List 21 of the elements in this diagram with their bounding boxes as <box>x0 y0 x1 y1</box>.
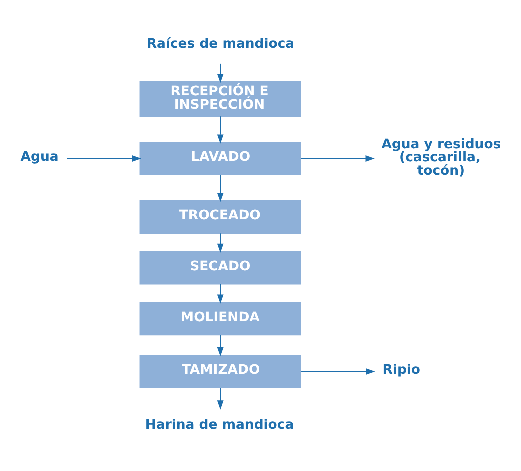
node-box: LAVADO <box>140 141 302 175</box>
arrow <box>67 155 142 162</box>
node-text: Harina de mandioca <box>145 418 294 433</box>
node-box: TAMIZADO <box>140 354 302 388</box>
arrow <box>217 174 224 202</box>
node-box: SECADO <box>140 250 302 284</box>
arrow <box>217 284 224 304</box>
arrow <box>301 368 376 374</box>
node-text: Ripio <box>382 362 421 378</box>
arrow <box>217 116 224 144</box>
node-text: Agua y residuos (cascarilla, tocón) <box>382 136 502 178</box>
node-box: RECEPCIÓN E INSPECCIÓN <box>140 80 302 117</box>
arrow <box>217 388 224 410</box>
arrow <box>217 334 224 356</box>
arrow <box>301 155 375 162</box>
arrow <box>217 233 224 253</box>
node-text: Agua <box>20 150 59 165</box>
arrow <box>217 63 224 83</box>
node-box: MOLIENDA <box>140 302 302 336</box>
node-text: Raíces de mandioca <box>146 36 295 52</box>
node-box: TROCEADO <box>140 200 302 234</box>
